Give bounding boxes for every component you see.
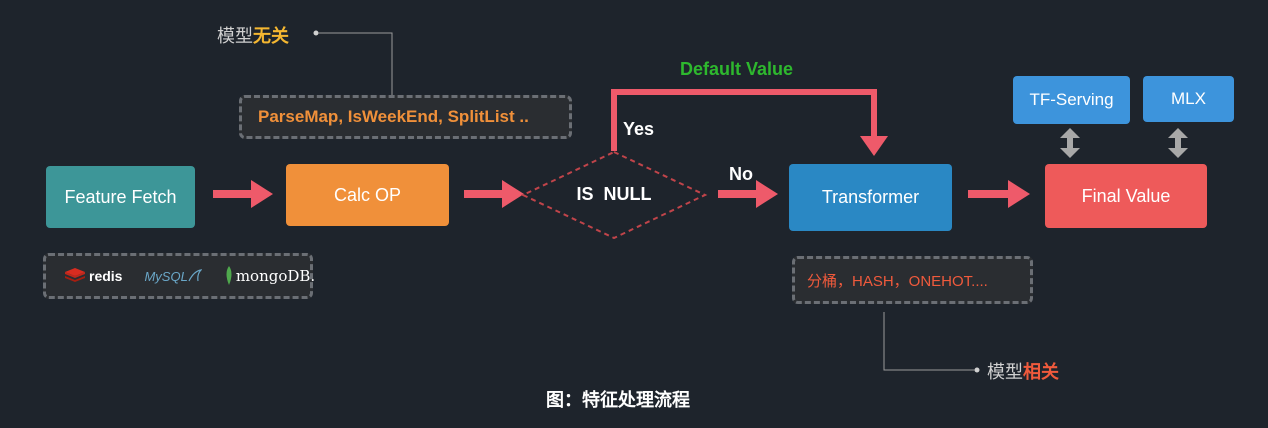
redis-logo: redis xyxy=(64,267,122,285)
transformer-node: Transformer xyxy=(789,164,952,231)
default-value-label: Default Value xyxy=(680,59,794,79)
ops-group: ParseMap, IsWeekEnd, SplitList .. xyxy=(239,95,572,139)
tf-serving-node: TF-Serving xyxy=(1013,76,1130,124)
feature-fetch-node: Feature Fetch xyxy=(46,166,195,228)
tf-serving-link xyxy=(1060,128,1080,158)
mysql-logo: MySQL xyxy=(144,269,202,284)
annotation-leader-top xyxy=(313,30,393,95)
mongodb-leaf-icon xyxy=(226,266,232,285)
annotation-model-related: 模型相关 xyxy=(987,362,1059,382)
calc-op-node: Calc OP xyxy=(286,164,449,226)
yes-label: Yes xyxy=(623,119,655,139)
flow-arrow-1 xyxy=(213,180,273,208)
annotation-leader-bottom xyxy=(883,312,980,373)
is-null-diamond xyxy=(520,150,708,240)
no-label: No xyxy=(729,164,753,184)
flow-arrow-3 xyxy=(718,180,778,208)
redis-icon xyxy=(65,268,85,282)
is-null-label: IS NULL xyxy=(576,184,652,204)
mlx-link xyxy=(1168,128,1188,158)
caption: 图：特征处理流程 xyxy=(546,390,690,410)
annotation-model-free: 模型无关 xyxy=(217,26,289,46)
flow-arrow-4 xyxy=(968,180,1030,208)
final-value-node: Final Value xyxy=(1045,164,1207,228)
ops-text: ParseMap, IsWeekEnd, SplitList .. xyxy=(258,107,529,126)
mlx-node: MLX xyxy=(1143,76,1234,122)
transforms-text: 分桶，HASH，ONEHOT.... xyxy=(807,272,988,290)
transforms-group: 分桶，HASH，ONEHOT.... xyxy=(792,256,1033,304)
flow-arrow-2 xyxy=(464,180,524,208)
dolphin-icon xyxy=(188,269,202,282)
sources-group: redis MySQL mongoDB. xyxy=(43,253,315,299)
default-value-arrow xyxy=(611,89,888,156)
mongodb-logo: mongoDB. xyxy=(224,265,315,287)
